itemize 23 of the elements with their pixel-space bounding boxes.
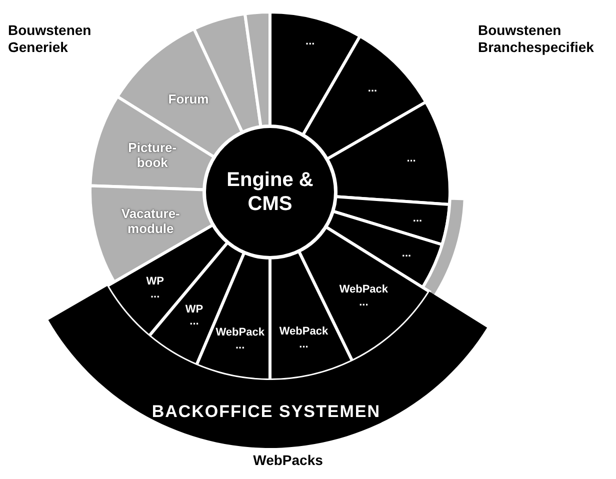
segment-label: Forum <box>168 92 209 108</box>
segment-label: WebPack <box>279 326 328 338</box>
band-label: BACKOFFICE SYSTEMEN <box>152 402 380 422</box>
segment-label: Vacature- module <box>120 206 181 237</box>
ellipsis-label: ... <box>190 316 199 328</box>
segment-label: WP <box>146 276 164 288</box>
ellipsis-label: ... <box>150 288 160 302</box>
segment-label: WebPack <box>339 283 388 296</box>
segment-label: ... <box>402 248 412 261</box>
ellipsis-label: ... <box>359 296 368 309</box>
segment-label: ... <box>406 153 416 166</box>
segment-label: WebPack <box>216 326 264 339</box>
ellipsis-label: ... <box>299 338 308 351</box>
segment-label: Picture- book <box>127 141 178 171</box>
segment-label: ... <box>368 83 378 96</box>
ellipsis-label: ... <box>236 338 245 352</box>
group-heading: Bouwstenen Generiek <box>8 22 92 56</box>
segment-label: ... <box>412 213 422 226</box>
segment-label: ... <box>306 36 315 49</box>
group-heading: WebPacks <box>252 452 324 469</box>
group-heading: Bouwstenen Branchespecifiek <box>478 22 595 56</box>
hub-label: Engine & CMS <box>226 168 314 216</box>
segment-label: WP <box>185 302 204 316</box>
